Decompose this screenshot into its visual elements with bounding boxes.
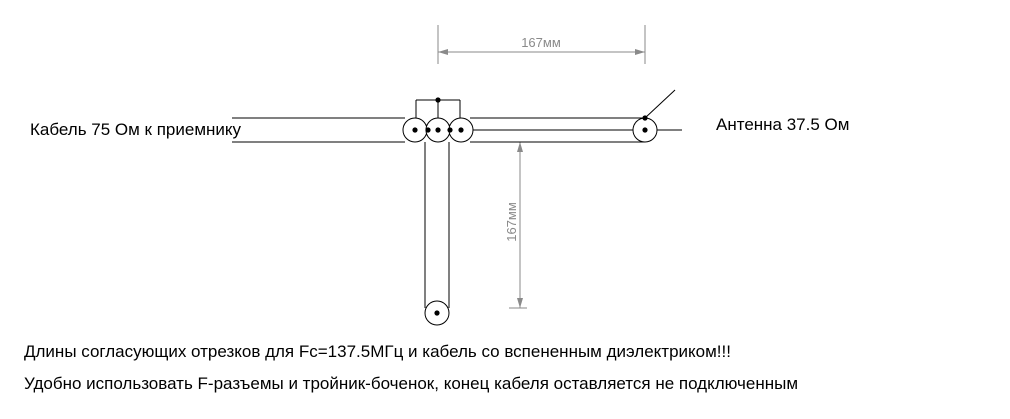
vertical-dimension: 167мм xyxy=(504,141,527,309)
antenna-label: Антенна 37.5 Ом xyxy=(716,115,850,134)
receiver-cable-label: Кабель 75 Ом к приемнику xyxy=(30,120,242,139)
note-line-2: Удобно использовать F-разъемы и тройник-… xyxy=(24,374,799,393)
coax-cross-sections xyxy=(402,117,658,326)
center-conductors xyxy=(412,97,648,316)
horizontal-dimension: 167мм xyxy=(437,25,646,64)
note-line-1: Длины согласующих отрезков для Fc=137.5М… xyxy=(24,342,731,361)
horizontal-dimension-label: 167мм xyxy=(521,35,561,50)
vertical-dimension-label: 167мм xyxy=(504,202,519,242)
